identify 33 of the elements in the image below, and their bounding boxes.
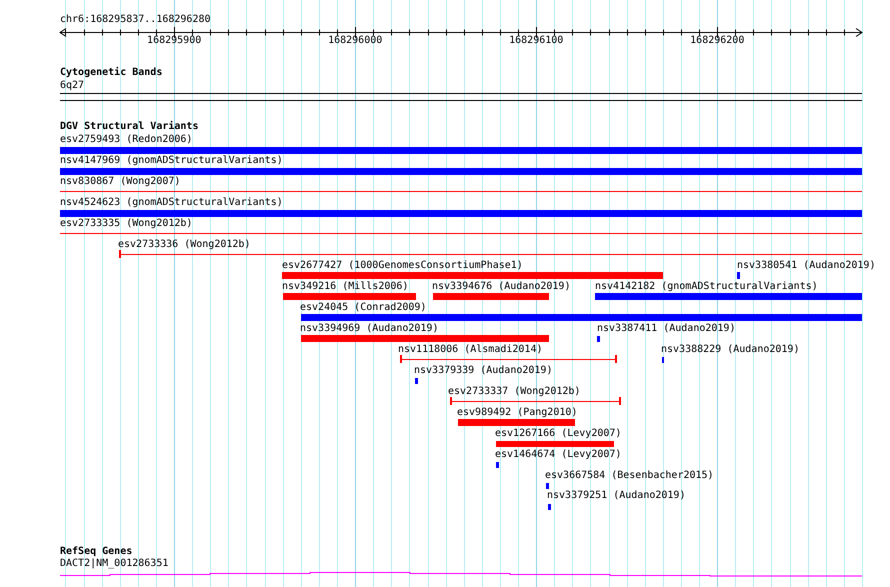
variant-label: esv2759493 (Redon2006) — [60, 134, 192, 146]
variant-label: esv1267166 (Levy2007) — [495, 428, 622, 440]
variant-label: esv2733336 (Wong2012b) — [118, 239, 250, 251]
variant-label: nsv4147969 (gnomADStructuralVariants) — [60, 155, 283, 167]
tick-label: 168296200 — [690, 35, 744, 47]
variant-label: esv24045 (Conrad2009) — [300, 302, 426, 314]
variant-label: esv2677427 (1000GenomesConsortiumPhase1) — [282, 260, 523, 272]
variant-label: nsv3379251 (Audano2019) — [547, 490, 686, 502]
variant-label: nsv3394969 (Audano2019) — [300, 323, 438, 335]
variant-label: nsv3387411 (Audano2019) — [597, 323, 736, 335]
band-label: 6q27 — [60, 80, 84, 92]
variant-label: nsv4524623 (gnomADStructuralVariants) — [60, 197, 283, 209]
track-title: DGV Structural Variants — [60, 121, 198, 133]
gene-label: DACT2|NM_001286351 — [60, 558, 168, 570]
track-title: Cytogenetic Bands — [60, 67, 162, 79]
variant-label: esv2733335 (Wong2012b) — [60, 218, 192, 230]
track-title: RefSeq Genes — [60, 546, 132, 558]
variant-label: nsv830867 (Wong2007) — [60, 176, 180, 188]
variant-label: nsv3379339 (Audano2019) — [414, 365, 552, 377]
tick-label: 168295900 — [147, 35, 202, 47]
ruler-range-label: chr6:168295837..168296280 — [60, 14, 211, 26]
variant-label: nsv3388229 (Audano2019) — [661, 344, 800, 356]
variant-label: esv1464674 (Levy2007) — [495, 449, 622, 461]
variant-label: nsv3380541 (Audano2019) — [737, 260, 876, 272]
variant-label: nsv3394676 (Audano2019) — [432, 281, 570, 293]
variant-label: esv3667584 (Besenbacher2015) — [545, 470, 714, 482]
tick-label: 168296100 — [509, 35, 564, 47]
variant-label: esv989492 (Pang2010) — [457, 407, 578, 419]
variant-label: esv2733337 (Wong2012b) — [448, 386, 580, 398]
variant-label: nsv349216 (Mills2006) — [282, 281, 408, 293]
variant-label: nsv1118006 (Alsmadi2014) — [398, 344, 542, 356]
variant-label: nsv4142182 (gnomADStructuralVariants) — [595, 281, 818, 293]
tick-label: 168296000 — [328, 35, 382, 47]
